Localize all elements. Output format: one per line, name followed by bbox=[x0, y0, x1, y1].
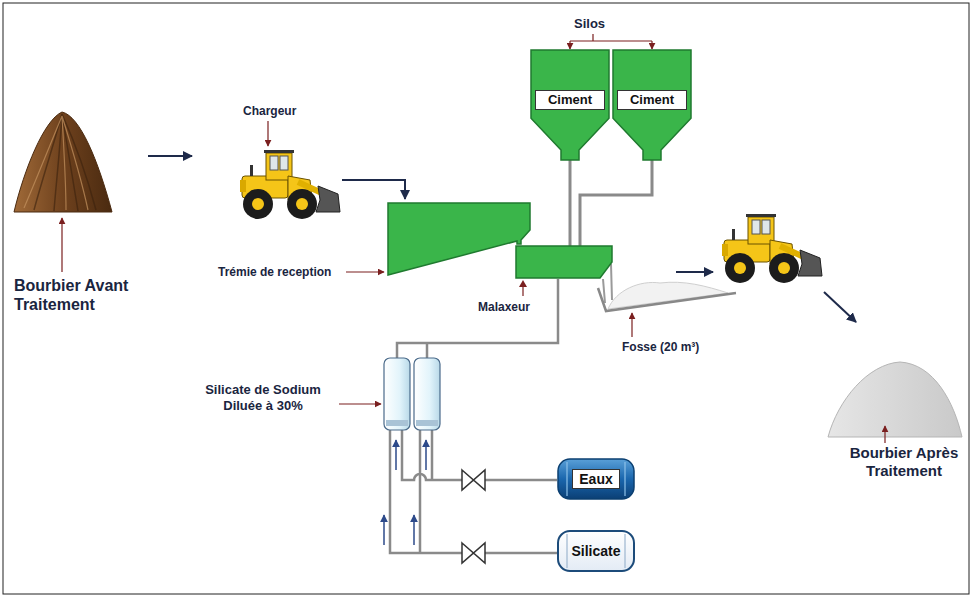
leader-arrow bbox=[62, 34, 885, 443]
equipment-label: Fosse (20 m³) bbox=[622, 340, 699, 354]
tank-outline bbox=[558, 459, 634, 499]
silo-label: Ciment bbox=[617, 90, 687, 110]
dilution-tank bbox=[384, 358, 440, 430]
cement-pipe bbox=[580, 160, 652, 246]
group-label: Silos bbox=[574, 16, 605, 32]
mixer-outline bbox=[516, 246, 612, 278]
leader-arrow bbox=[651, 41, 652, 49]
group-label: Silos bbox=[574, 16, 605, 32]
leader-arrow bbox=[346, 271, 384, 272]
flow-direction-arrow bbox=[413, 515, 415, 545]
equipment-label: Trémie de reception bbox=[218, 265, 331, 279]
silicate-pipe bbox=[402, 430, 462, 480]
flow-arrow bbox=[148, 155, 192, 157]
stockpile-label: Bourbier Avant Traitement bbox=[14, 276, 150, 314]
leader-arrow bbox=[522, 286, 523, 296]
raw-stockpile bbox=[14, 112, 112, 212]
equipment-label: Chargeur bbox=[243, 104, 296, 118]
tank-label: Silicate bbox=[571, 543, 620, 560]
flow-direction-arrow bbox=[384, 440, 426, 545]
flow-direction-arrow bbox=[383, 515, 385, 545]
stockpile-label: Bourbier Après Traitement bbox=[842, 444, 966, 480]
frame-border bbox=[3, 3, 969, 594]
dilution-tank bbox=[416, 420, 438, 426]
silicate-pipe bbox=[390, 279, 558, 553]
silicate-pipe bbox=[485, 479, 557, 482]
tank-label: Silicate de Sodium Diluée à 30% bbox=[190, 382, 336, 413]
treated-stockpile bbox=[828, 362, 962, 437]
mixer-unit: Malaxeur bbox=[470, 246, 612, 318]
leader-arrow bbox=[61, 218, 62, 272]
raw-stockpile bbox=[24, 116, 88, 210]
valve-symbol bbox=[462, 470, 485, 490]
leader-arrow bbox=[267, 121, 268, 146]
silo-outline bbox=[613, 50, 691, 160]
leader-arrow bbox=[570, 34, 652, 41]
leader-arrow bbox=[884, 426, 885, 443]
silicate-pipe bbox=[431, 430, 434, 480]
stockpile-label: Bourbier Avant Traitement bbox=[14, 276, 150, 314]
wheel-loader bbox=[722, 214, 822, 283]
mixer-label: Malaxeur bbox=[478, 300, 530, 314]
flow-direction-arrow bbox=[395, 440, 397, 470]
flow-arrow bbox=[824, 292, 856, 322]
stockpile-label: Bourbier Après Traitement bbox=[842, 444, 966, 480]
flow-arrow bbox=[676, 271, 713, 273]
discharge-pit bbox=[598, 264, 736, 311]
silo-outline bbox=[531, 50, 609, 160]
leader-arrow bbox=[631, 313, 632, 337]
silicate-pipe bbox=[397, 279, 558, 358]
flow-arrow bbox=[342, 180, 405, 199]
cement-pipe bbox=[569, 160, 572, 246]
water-tank: Eaux bbox=[557, 458, 635, 500]
raw-stockpile bbox=[14, 112, 112, 212]
valve-symbol bbox=[462, 470, 485, 563]
tank-label: Silicate de Sodium Diluée à 30% bbox=[190, 382, 336, 413]
leader-arrow bbox=[339, 403, 381, 404]
flow-direction-arrow bbox=[425, 440, 427, 470]
tank-outline bbox=[558, 531, 634, 571]
wheel-loader bbox=[240, 150, 340, 219]
dilution-tank bbox=[386, 420, 408, 426]
discharge-pit bbox=[598, 288, 736, 311]
cement-silo: Ciment bbox=[613, 50, 691, 160]
reception-hopper bbox=[388, 203, 530, 275]
cement-silo: Ciment bbox=[531, 50, 609, 160]
silicate-tank: Silicate bbox=[557, 530, 635, 572]
silicate-pipe bbox=[390, 430, 462, 553]
equipment-label: Fosse (20 m³) bbox=[622, 340, 699, 354]
silo-label: Ciment bbox=[535, 90, 605, 110]
dilution-tank bbox=[384, 358, 410, 430]
dilution-tank bbox=[414, 358, 440, 430]
equipment-label: Trémie de reception bbox=[218, 265, 331, 279]
silicate-pipe bbox=[419, 430, 422, 553]
tank-label: Eaux bbox=[572, 469, 619, 490]
valve-symbol bbox=[462, 543, 485, 563]
tank-outline bbox=[567, 534, 625, 568]
leader-arrow bbox=[519, 280, 527, 287]
treated-stockpile bbox=[828, 362, 962, 437]
silicate-pipe bbox=[426, 343, 429, 358]
silicate-pipe bbox=[485, 552, 557, 555]
reception-hopper bbox=[388, 203, 530, 275]
tank-outline bbox=[567, 462, 625, 496]
leader-arrow bbox=[569, 41, 570, 49]
flow-arrow bbox=[148, 156, 856, 322]
equipment-label: Chargeur bbox=[243, 104, 296, 118]
